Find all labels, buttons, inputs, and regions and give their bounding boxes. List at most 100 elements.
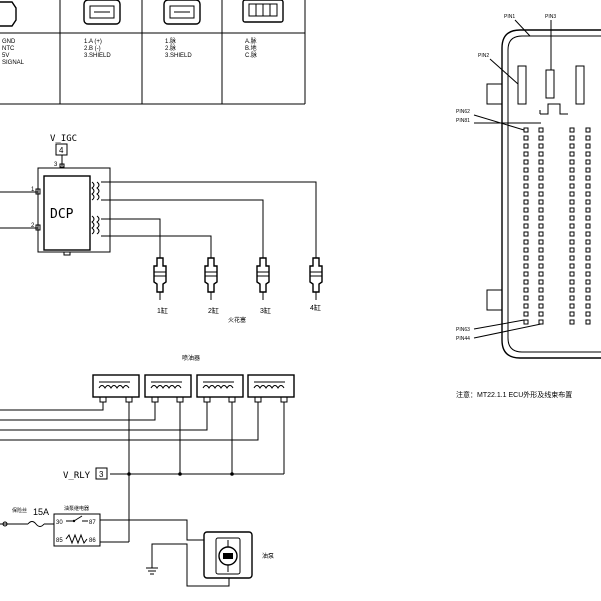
ecu-pin bbox=[538, 167, 544, 173]
ecu-pin bbox=[585, 279, 591, 285]
plug-label-2: 2缸 bbox=[208, 306, 219, 315]
fuel-pump bbox=[203, 531, 253, 579]
ecu-pin bbox=[523, 127, 529, 133]
plug-label-4: 4缸 bbox=[310, 303, 321, 312]
ecu-pin bbox=[538, 311, 544, 317]
ecu-pin bbox=[569, 143, 575, 149]
ecu-pin bbox=[523, 207, 529, 213]
ecu-pin bbox=[569, 279, 575, 285]
ecu-pin bbox=[538, 143, 544, 149]
ecu-pin bbox=[538, 223, 544, 229]
spark-plug-1 bbox=[153, 257, 167, 300]
ecu-pin bbox=[569, 247, 575, 253]
ecu-pin bbox=[569, 191, 575, 197]
ecu-pin-grid bbox=[523, 127, 591, 325]
ecu-pin bbox=[569, 271, 575, 277]
ecu-pin bbox=[585, 303, 591, 309]
ecu-pin bbox=[585, 319, 591, 325]
ecu-note: 注意：MT22.1.1 ECU外形及线束布置 bbox=[456, 390, 572, 399]
ecu-pin bbox=[569, 167, 575, 173]
conn3-line-1: 1.脉 bbox=[165, 37, 176, 45]
ecu-pin bbox=[585, 295, 591, 301]
ecu-pin bbox=[538, 263, 544, 269]
ecu-pin81-label: PIN81 bbox=[456, 118, 470, 124]
ecu-pin62-label: PIN62 bbox=[456, 109, 470, 115]
conn4-line-3: C.脉 bbox=[245, 51, 257, 59]
ecu-pin bbox=[569, 295, 575, 301]
ecu-pin bbox=[523, 239, 529, 245]
conn3-line-3: 3.SHIELD bbox=[165, 53, 192, 59]
ecu-pin bbox=[523, 223, 529, 229]
injector-2 bbox=[144, 374, 192, 403]
ecu-pin bbox=[569, 183, 575, 189]
ecu-pin bbox=[585, 127, 591, 133]
ecu-pin bbox=[569, 263, 575, 269]
ecu-pin bbox=[538, 215, 544, 221]
connector-icon-3 bbox=[163, 0, 201, 25]
relay-caption: 油泵继电器 bbox=[64, 505, 89, 512]
ecu-pin bbox=[523, 287, 529, 293]
ecu-pin bbox=[585, 215, 591, 221]
ecu-pin bbox=[523, 191, 529, 197]
ecu-pin bbox=[523, 183, 529, 189]
ecu-pin bbox=[538, 255, 544, 261]
ecu-pin bbox=[538, 207, 544, 213]
relay-pin-86: 86 bbox=[89, 538, 96, 544]
ecu-pin bbox=[538, 303, 544, 309]
ecu-pin bbox=[585, 175, 591, 181]
ecu-pin bbox=[523, 279, 529, 285]
ecu-pin bbox=[538, 279, 544, 285]
conn1-line-3: 5V bbox=[2, 53, 9, 59]
ecu-pin44-label: PIN44 bbox=[456, 336, 470, 342]
fuse-caption-label: 保险丝 bbox=[12, 507, 27, 514]
ecu-pin bbox=[523, 231, 529, 237]
conn2-line-2: 2.B (-) bbox=[84, 46, 101, 52]
ecu-pin bbox=[585, 263, 591, 269]
ecu-pin bbox=[523, 215, 529, 221]
pump-caption: 油泵 bbox=[262, 552, 274, 560]
ecu-pin bbox=[569, 255, 575, 261]
ecu-pin bbox=[569, 207, 575, 213]
ecu-pin bbox=[569, 223, 575, 229]
injector-3 bbox=[196, 374, 244, 403]
v-igc-label: V_IGC bbox=[50, 134, 77, 144]
ecu-pin3-label: PIN3 bbox=[545, 14, 556, 20]
ecu-pin bbox=[538, 287, 544, 293]
ecu-pin bbox=[585, 247, 591, 253]
ecu-pin bbox=[569, 127, 575, 133]
ecu-pin bbox=[569, 199, 575, 205]
fuse-symbol bbox=[27, 521, 45, 527]
relay-pin-30: 30 bbox=[56, 520, 63, 526]
v-rly-pin-box bbox=[95, 467, 108, 480]
ecu-pin bbox=[523, 263, 529, 269]
ecu-pin bbox=[538, 183, 544, 189]
ecu-pin bbox=[538, 159, 544, 165]
ecu-pin bbox=[523, 247, 529, 253]
connector-table: GND NTC 5V SIGNAL 1.A (+) 2.B (-) 3.SHIE… bbox=[0, 0, 306, 105]
ecu-pin bbox=[538, 271, 544, 277]
ecu-pin bbox=[569, 303, 575, 309]
ecu-pin bbox=[538, 191, 544, 197]
ecu-pin1-label: PIN1 bbox=[504, 14, 515, 20]
connector-icon-4 bbox=[242, 0, 284, 23]
ecu-pin bbox=[585, 199, 591, 205]
ecu-pin63-label: PIN63 bbox=[456, 327, 470, 333]
ecu-pin bbox=[523, 295, 529, 301]
ecu-pin bbox=[569, 215, 575, 221]
ecu-pin bbox=[523, 151, 529, 157]
conn4-line-2: B.地 bbox=[245, 44, 257, 52]
ecu-pin bbox=[538, 135, 544, 141]
injector-1 bbox=[92, 374, 140, 403]
pin-top-label: 3 bbox=[54, 162, 58, 168]
conn4-line-1: A.脉 bbox=[245, 37, 257, 45]
ecu-connector: PIN1 PIN3 PIN2 PIN62 PIN81 PIN63 PIN44 注… bbox=[456, 14, 601, 399]
ecu-pin bbox=[569, 311, 575, 317]
injectors-caption: 喷油器 bbox=[182, 354, 200, 362]
conn1-line-1: GND bbox=[2, 39, 16, 45]
ecu-pin bbox=[538, 295, 544, 301]
ecu-pin bbox=[523, 143, 529, 149]
ecu-pin bbox=[569, 175, 575, 181]
ecu-pin bbox=[538, 175, 544, 181]
fuse-rating: 15A bbox=[33, 507, 49, 517]
